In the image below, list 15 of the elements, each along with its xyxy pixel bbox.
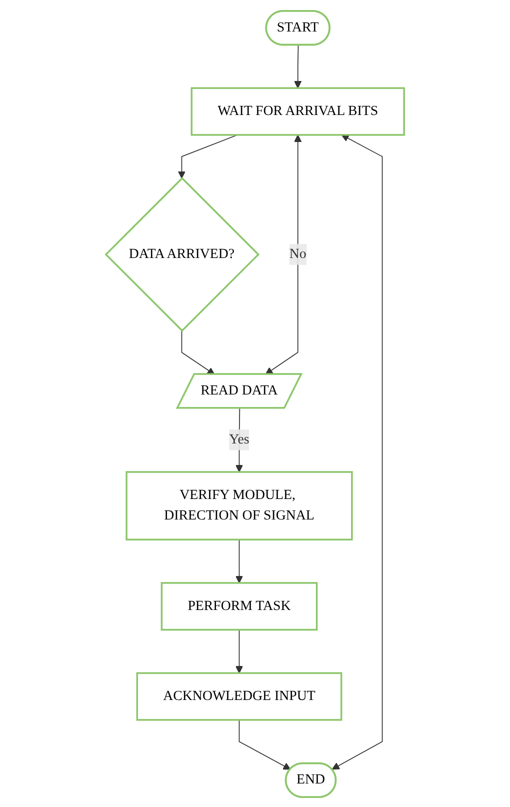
arrow (332, 134, 383, 770)
node-box: VERIFY MODULE, DIRECTION OF SIGNAL (126, 470, 353, 540)
node-box: ACKNOWLEDGE INPUT (136, 672, 342, 720)
edge-label: No (289, 246, 306, 261)
arrow (238, 718, 291, 770)
arrow (265, 134, 302, 374)
arrow (235, 628, 244, 673)
node-box: PERFORM TASK (160, 582, 318, 630)
arrow (181, 330, 215, 374)
node-box: WAIT FOR ARRIVAL BITS (190, 86, 405, 136)
arrow (294, 44, 302, 88)
edge-label: Yes (229, 432, 250, 446)
arrow (235, 538, 244, 583)
node-diamond: DATA ARRIVED? (104, 176, 260, 332)
arrow (178, 134, 238, 178)
